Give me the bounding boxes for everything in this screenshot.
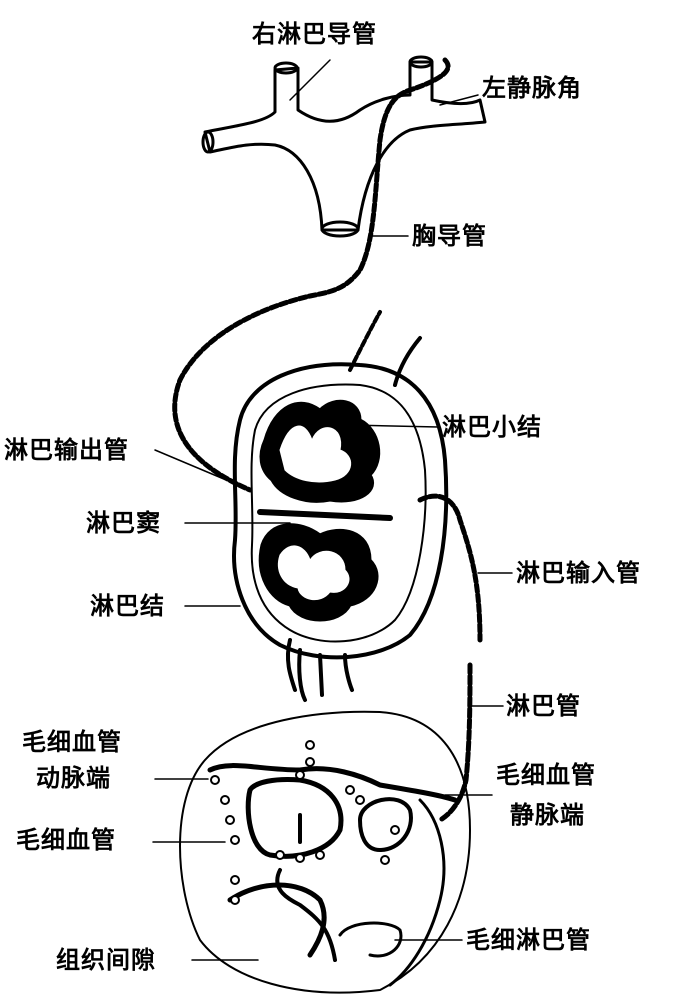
label-capillary-venous-end-line2: 静脉端 (510, 801, 585, 829)
label-lymph-capillary: 毛细淋巴管 (466, 926, 591, 954)
label-tissue-space: 组织间隙 (56, 946, 156, 974)
label-right-lymphatic-duct: 右淋巴导管 (252, 20, 377, 48)
label-afferent-lymph-vessel: 淋巴输入管 (516, 559, 641, 587)
label-efferent-lymph-vessel: 淋巴输出管 (4, 436, 129, 464)
label-lymph-nodule: 淋巴小结 (442, 413, 542, 441)
lymph-node (232, 310, 449, 702)
label-lymph-node: 淋巴结 (90, 592, 165, 620)
leader-lines (152, 59, 513, 961)
label-capillary-venous-end-line1: 毛细血管 (496, 761, 596, 789)
afferent-lymph-vessel-drawing (417, 493, 483, 643)
capillary-bed (179, 710, 471, 994)
label-lymph-vessel: 淋巴管 (506, 692, 581, 720)
label-capillary: 毛细血管 (16, 826, 116, 854)
label-left-venous-angle: 左静脉角 (482, 74, 582, 102)
label-thoracic-duct: 胸导管 (412, 222, 487, 250)
thoracic-duct (172, 57, 451, 493)
venous-angle-vessels (201, 55, 487, 238)
label-lymph-sinus: 淋巴窦 (86, 509, 161, 537)
lymph-vessel-drawing (437, 662, 473, 823)
label-capillary-arterial-end-line1: 毛细血管 (22, 728, 122, 756)
label-capillary-arterial-end-line2: 动脉端 (36, 764, 111, 792)
